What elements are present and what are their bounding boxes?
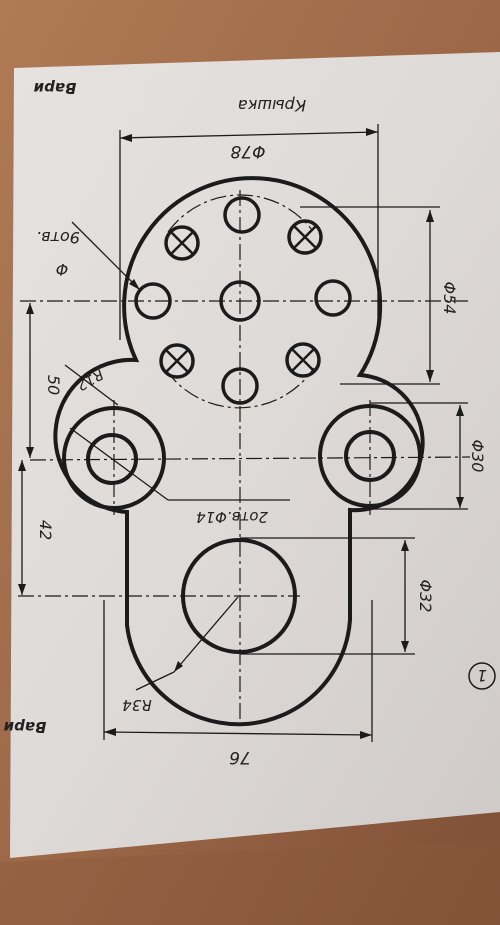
- hole-bottom-right: [285, 342, 321, 378]
- bottom-hole-label: Φ32: [416, 580, 435, 613]
- hole-right: [314, 279, 352, 317]
- hole-bottom: [221, 367, 259, 405]
- hole-bottom-left: [159, 343, 195, 379]
- bolt-circle-label: Φ54: [440, 282, 459, 315]
- header-left-label: Вари: [33, 79, 76, 97]
- left-top-distance-label: 50: [44, 375, 63, 395]
- left-bottom-distance-label: 42: [36, 520, 55, 540]
- bottom-width-label: 76: [229, 747, 251, 767]
- variant-badge: 1: [468, 662, 496, 690]
- hole-top: [223, 196, 261, 234]
- two-holes-label: 2отв.Φ14: [196, 508, 268, 526]
- hole-top-left: [164, 225, 200, 261]
- small-radius-label: R12: [74, 366, 106, 394]
- holes-diameter-symbol: Φ: [56, 260, 69, 279]
- large-radius-label: R34: [122, 696, 152, 714]
- dimension-lines: [21, 124, 468, 742]
- header-right-label: Вари: [3, 718, 46, 736]
- variant-number-label: 1: [477, 666, 487, 685]
- bolt-holes: [134, 196, 352, 405]
- left-boss-hole: [86, 433, 138, 485]
- title-label: Крышка: [238, 96, 306, 115]
- center-lines: [18, 190, 471, 720]
- holes-count-label: 9отв.: [36, 228, 80, 247]
- side-hole-label: Φ30: [468, 440, 487, 473]
- top-width-label: Φ78: [230, 141, 265, 161]
- side-bosses: [62, 404, 422, 510]
- hole-top-right: [287, 219, 323, 255]
